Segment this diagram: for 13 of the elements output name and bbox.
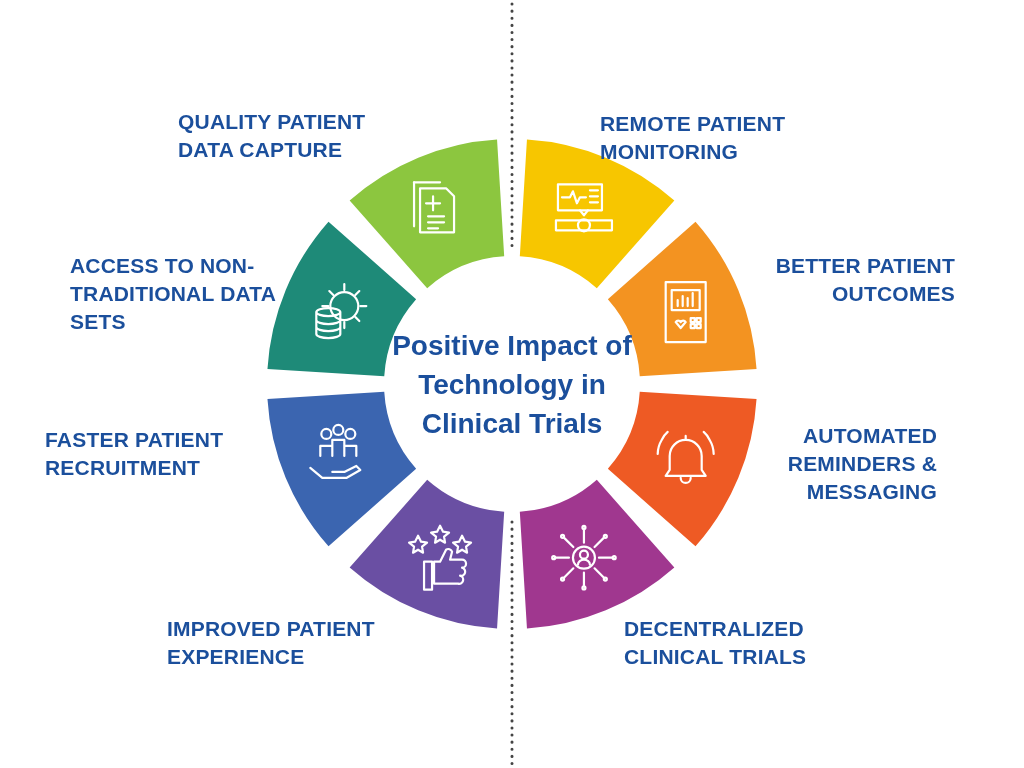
ring-segment (349, 139, 505, 289)
center-title: Positive Impact of Technology in Clinical Trials (391, 328, 633, 441)
ring-segment (267, 391, 417, 547)
segment-label: DECENTRALIZED CLINICAL TRIALS (624, 616, 808, 670)
segment-label: QUALITY PATIENT DATA CAPTURE (178, 109, 367, 163)
segment-label: IMPROVED PATIENT EXPERIENCE (167, 616, 376, 670)
segment-label: ACCESS TO NON-TRADITIONAL DATA SETS (70, 253, 277, 335)
segment-label: AUTOMATED REMINDERS & MESSAGING (786, 423, 937, 505)
ring-segment (607, 391, 757, 547)
segment-label: REMOTE PATIENT MONITORING (600, 111, 787, 165)
segment-label: FASTER PATIENT RECRUITMENT (45, 427, 225, 481)
ring-segment (607, 221, 757, 377)
segment-label: BETTER PATIENT OUTCOMES (774, 253, 955, 307)
